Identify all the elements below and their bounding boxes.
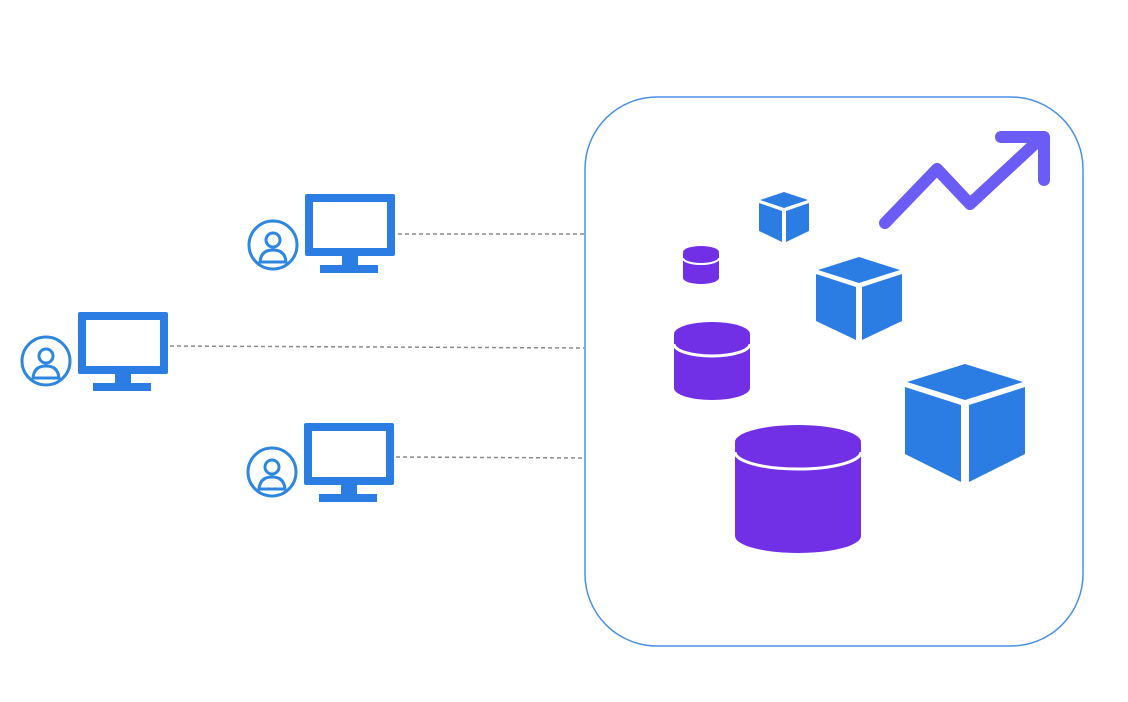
connector-client-2 [169, 345, 585, 349]
user-icon [246, 446, 298, 498]
client-1 [247, 194, 395, 273]
connector-client-3 [395, 456, 589, 459]
user-icon [20, 335, 72, 387]
trend-up-arrow-icon [879, 131, 1050, 229]
cube-icon [816, 257, 902, 340]
database-icon [682, 246, 720, 284]
user-icon [247, 219, 299, 271]
client-3 [246, 423, 394, 502]
database-icon [672, 322, 752, 400]
connectors [169, 233, 589, 459]
database-icon [733, 425, 863, 553]
cube-icon [905, 364, 1025, 482]
monitor-icon [305, 194, 395, 273]
monitor-icon [304, 423, 394, 502]
cube-icon [759, 192, 809, 242]
monitor-icon [78, 312, 168, 391]
data-platform-container [584, 96, 1084, 647]
client-2 [20, 312, 168, 391]
